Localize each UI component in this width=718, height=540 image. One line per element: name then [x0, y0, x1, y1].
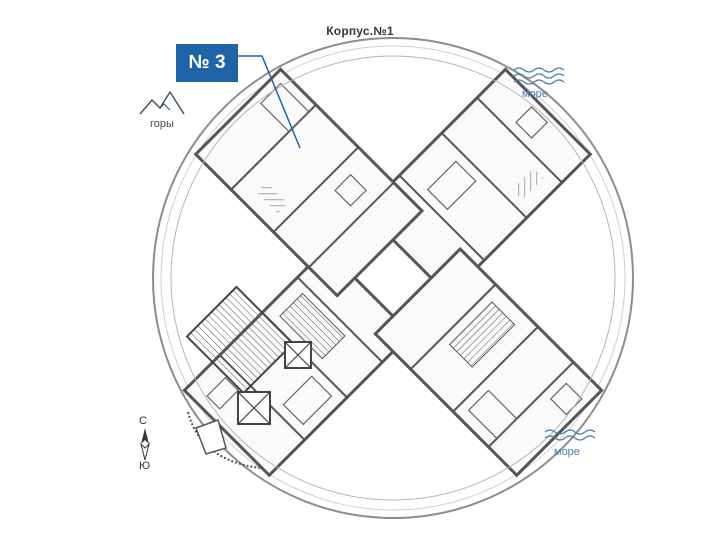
core: [185, 285, 312, 425]
stair-icon: [185, 285, 295, 395]
building-title: Корпус.№1: [326, 24, 394, 38]
compass-icon: [140, 428, 150, 461]
waves-icon: [544, 429, 596, 441]
table-icon: [515, 106, 548, 139]
compass-north-label: С: [139, 415, 147, 427]
wing-south-east: [373, 246, 604, 478]
badge-leader: [238, 55, 301, 149]
stair-icon: [279, 292, 346, 360]
mountains-icon: [139, 90, 185, 115]
mountains-label: горы: [150, 118, 174, 130]
wing-north-west: [193, 67, 425, 298]
sofa-icon: [206, 376, 239, 410]
stair-icon: [448, 301, 516, 368]
table-icon: [334, 173, 367, 207]
sea-label-bottom: море: [554, 446, 580, 458]
sea-label-top: море: [522, 88, 548, 100]
bed-icon: [467, 389, 518, 440]
bed-icon: [259, 82, 310, 133]
compass-south-label: Ю: [139, 460, 151, 472]
apartment-badge[interactable]: № 3: [176, 44, 238, 82]
bed-icon: [426, 160, 477, 211]
bed-icon: [282, 375, 333, 426]
waves-icon: [513, 67, 565, 85]
